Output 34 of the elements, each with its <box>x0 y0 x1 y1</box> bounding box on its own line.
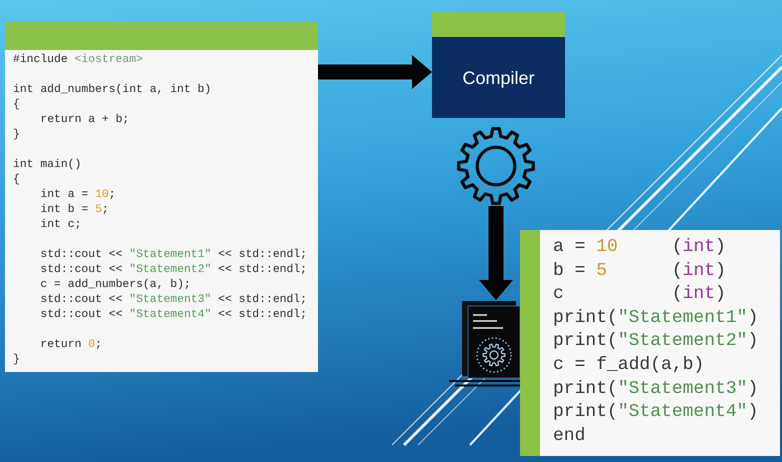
code-line: print("Statement1") <box>553 306 758 330</box>
code-line: a = 10 (int) <box>553 236 726 259</box>
arrow <box>479 206 513 300</box>
code-card <box>5 22 318 372</box>
code-line: std::cout << "Statement2" << std::endl; <box>40 263 307 278</box>
code-line: c = add_numbers(a, b); <box>40 278 191 293</box>
code-line: } <box>13 353 20 368</box>
code-card <box>520 230 780 456</box>
code-line: return a + b; <box>40 113 130 128</box>
code-line: int a = 10; <box>40 188 116 203</box>
code-line: b = 5 (int) <box>553 260 726 283</box>
code-line: int b = 5; <box>40 203 109 218</box>
code-line: int c; <box>40 218 82 233</box>
code-line: print("Statement4") <box>553 401 758 424</box>
code-line: std::cout << "Statement4" << std::endl; <box>40 308 307 323</box>
code-line: c = f_add(a,b) <box>553 354 704 377</box>
code-line: int add_numbers(int a, int b) <box>13 83 212 98</box>
process-box <box>432 12 565 118</box>
code-line: #include <iostream> <box>13 53 143 68</box>
code-line: std::cout << "Statement1" << std::endl; <box>40 248 307 263</box>
code-line: int main() <box>13 158 82 173</box>
code-line: std::cout << "Statement3" << std::endl; <box>40 293 307 308</box>
code-line: end <box>553 424 586 448</box>
code-line: print("Statement3") <box>553 378 758 401</box>
document-icon <box>449 300 520 387</box>
code-line: { <box>13 173 20 188</box>
code-line: } <box>13 128 20 143</box>
code-line: return 0; <box>40 338 102 353</box>
box-label: Compiler <box>462 66 535 88</box>
gear-icon <box>456 126 536 206</box>
code-line: c (int) <box>553 283 726 306</box>
arrow <box>318 55 432 89</box>
code-line: print("Statement2") <box>553 330 758 354</box>
code-line: { <box>13 98 20 113</box>
